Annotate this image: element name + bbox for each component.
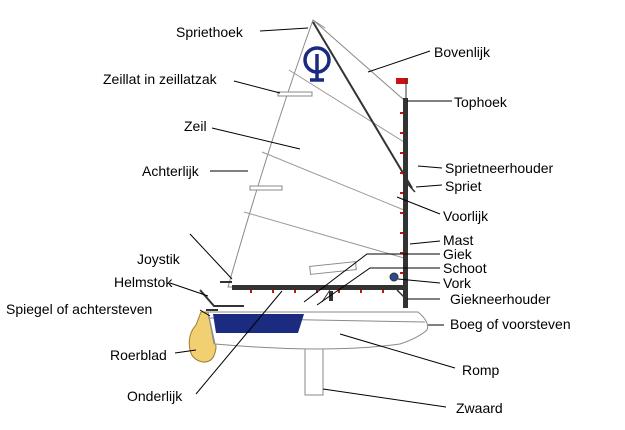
leader-zeillat xyxy=(233,80,281,94)
luff-tie xyxy=(400,212,403,214)
foot-tie xyxy=(250,290,252,293)
luff-tie xyxy=(400,192,403,194)
transom xyxy=(207,311,215,345)
label-spriethoek: Spriethoek xyxy=(176,24,243,40)
luff-tie xyxy=(400,152,403,154)
leader-joystik xyxy=(189,233,233,280)
sprit xyxy=(312,21,413,189)
leader-onderlijk xyxy=(195,290,283,395)
luff-ties xyxy=(250,112,403,293)
centre-case xyxy=(309,261,357,275)
label-zeil: Zeil xyxy=(184,118,207,134)
label-achterlijk: Achterlijk xyxy=(142,163,199,179)
leader-spiegel xyxy=(199,309,211,317)
leader-vork xyxy=(397,278,441,284)
leader-helmstok xyxy=(169,282,209,297)
luff-tie xyxy=(400,232,403,234)
label-helmstok: Helmstok xyxy=(114,274,173,290)
tiller xyxy=(199,289,244,307)
leader-roerblad xyxy=(174,349,197,354)
label-zeillat: Zeillat in zeillatzak xyxy=(103,71,217,87)
masthead-flag xyxy=(396,78,408,84)
leader-lines xyxy=(169,27,456,408)
sail-seam xyxy=(243,211,405,259)
label-spriet: Spriet xyxy=(445,178,482,194)
leader-zeil xyxy=(211,127,301,150)
label-schoot: Schoot xyxy=(443,260,487,276)
luff-tie xyxy=(400,172,403,174)
mast xyxy=(403,98,408,308)
foot-tie xyxy=(382,290,384,293)
label-tophoek: Tophoek xyxy=(454,94,507,110)
sail-seam xyxy=(261,151,405,211)
label-bovenlijk: Bovenlijk xyxy=(434,44,491,60)
leader-sprietneerhouder xyxy=(417,165,443,169)
boom-jaw xyxy=(389,272,399,282)
label-voorlijk: Voorlijk xyxy=(443,208,489,224)
label-romp: Romp xyxy=(462,362,500,378)
boom xyxy=(232,285,406,290)
leader-giek xyxy=(303,253,440,303)
foot-tie xyxy=(272,290,274,293)
label-boeg: Boeg of voorsteven xyxy=(450,316,571,332)
label-roerblad: Roerblad xyxy=(110,347,167,363)
leader-voorlijk xyxy=(396,196,441,215)
leader-romp xyxy=(339,333,456,369)
label-spiegel: Spiegel of achtersteven xyxy=(6,301,153,317)
leader-mast xyxy=(409,240,441,245)
leader-zwaard xyxy=(322,388,447,408)
luff-tie xyxy=(400,272,403,274)
leader-spriethoek xyxy=(259,27,309,32)
boom-vang xyxy=(396,289,408,301)
label-joystik: Joystik xyxy=(137,251,180,267)
leader-spriet xyxy=(415,184,443,188)
foot-tie xyxy=(294,290,296,293)
label-vork: Vork xyxy=(443,275,472,291)
daggerboard xyxy=(304,344,324,396)
leader-bovenlijk xyxy=(367,50,431,73)
hull-stripe xyxy=(213,314,304,333)
rudder-blade xyxy=(188,311,217,363)
label-giekneerhouder: Giekneerhouder xyxy=(450,291,551,307)
foot-tie xyxy=(360,290,362,293)
sail-seam xyxy=(288,69,405,143)
leader-schoot xyxy=(316,267,440,306)
label-onderlijk: Onderlijk xyxy=(127,388,183,404)
batten xyxy=(249,185,283,191)
label-sprietneerhouder: Sprietneerhouder xyxy=(445,160,554,176)
label-zwaard: Zwaard xyxy=(456,400,503,416)
batten xyxy=(277,91,313,97)
label-mast: Mast xyxy=(443,232,474,248)
luff-tie xyxy=(400,112,403,114)
foot-tie xyxy=(338,290,340,293)
class-logo xyxy=(303,46,331,82)
luff-tie xyxy=(400,132,403,134)
label-giek: Giek xyxy=(443,246,472,262)
sheet-block xyxy=(329,291,333,301)
luff-tie xyxy=(400,252,403,254)
head-edge xyxy=(312,19,326,29)
